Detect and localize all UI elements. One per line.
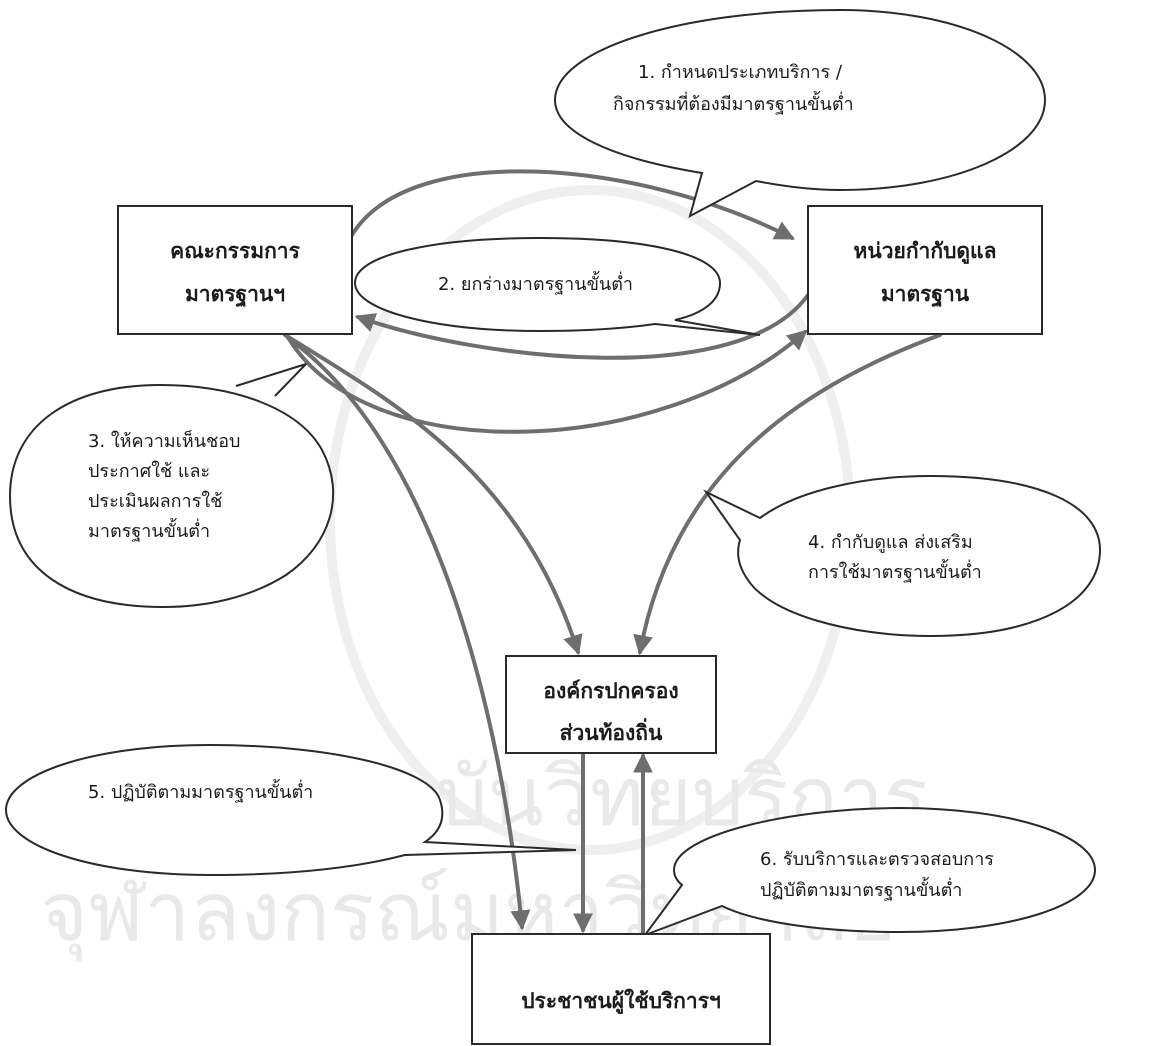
box-regulator: หน่วยกำกับดูแล มาตรฐาน	[807, 205, 1043, 335]
box-local-government-line-1: องค์กรปกครอง	[543, 679, 678, 703]
arrow-regulator-to-committee	[354, 293, 810, 360]
callout-2-line-1: 2. ยกร่างมาตรฐานขั้นต่ำ	[438, 271, 633, 295]
callout-4-line-1: 4. กำกับดูแล ส่งเสริม	[808, 532, 973, 553]
box-citizens-line-1: ประชาชนผู้ใช้บริการฯ	[521, 988, 721, 1015]
arrow-committee-to-regulator-lower	[283, 329, 808, 434]
callout-3-line-3: ประเมินผลการใช้	[88, 490, 222, 512]
box-committee-line-1: คณะกรรมการ	[170, 239, 300, 263]
callout-3-line-1: 3. ให้ความเห็นชอบ	[88, 429, 240, 452]
callout-3-line-4: มาตรฐานขั้นต่ำ	[88, 518, 210, 542]
callout-1: 1. กำหนดประเภทบริการ / กิจกรรมที่ต้องมีม…	[553, 8, 1047, 218]
callout-6: 6. รับบริการและตรวจสอบการ ปฏิบัติตามมาตร…	[642, 806, 1097, 938]
callout-6-line-2: ปฏิบัติตามมาตรฐานขั้นต่ำ	[760, 877, 962, 901]
callout-6-line-1: 6. รับบริการและตรวจสอบการ	[760, 849, 994, 870]
callout-2: 2. ยกร่างมาตรฐานขั้นต่ำ	[353, 236, 761, 336]
arrow-committee-to-local-gov	[283, 333, 583, 656]
arrow-committee-to-citizens	[286, 336, 531, 931]
box-local-government-line-2: ส่วนท้องถิ่น	[560, 717, 663, 745]
callout-4: 4. กำกับดูแล ส่งเสริม การใช้มาตรฐานขั้นต…	[702, 474, 1102, 638]
box-regulator-line-2: มาตรฐาน	[881, 282, 970, 308]
box-committee-line-2: มาตรฐานฯ	[185, 282, 285, 308]
box-local-government: องค์กรปกครอง ส่วนท้องถิ่น	[505, 655, 717, 754]
callout-5-line-1: 5. ปฏิบัติตามมาตรฐานขั้นต่ำ	[88, 779, 313, 803]
arrow-committee-to-regulator	[350, 169, 795, 240]
box-committee: คณะกรรมการ มาตรฐานฯ	[117, 205, 353, 335]
box-regulator-line-1: หน่วยกำกับดูแล	[854, 239, 997, 265]
arrow-regulator-to-local-gov	[633, 333, 942, 656]
callout-1-line-2: กิจกรรมที่ต้องมีมาตรฐานขั้นต่ำ	[613, 91, 854, 115]
callout-3-line-2: ประกาศใช้ และ	[88, 460, 210, 482]
callout-5: 5. ปฏิบัติตามมาตรฐานขั้นต่ำ	[4, 743, 577, 877]
arrows	[283, 169, 942, 967]
box-citizens: ประชาชนผู้ใช้บริการฯ	[471, 933, 771, 1045]
callout-3: 3. ให้ความเห็นชอบ ประกาศใช้ และ ประเมินผ…	[8, 363, 335, 609]
callout-4-line-2: การใช้มาตรฐานขั้นต่ำ	[808, 559, 982, 583]
callout-1-line-1: 1. กำหนดประเภทบริการ /	[638, 62, 843, 83]
